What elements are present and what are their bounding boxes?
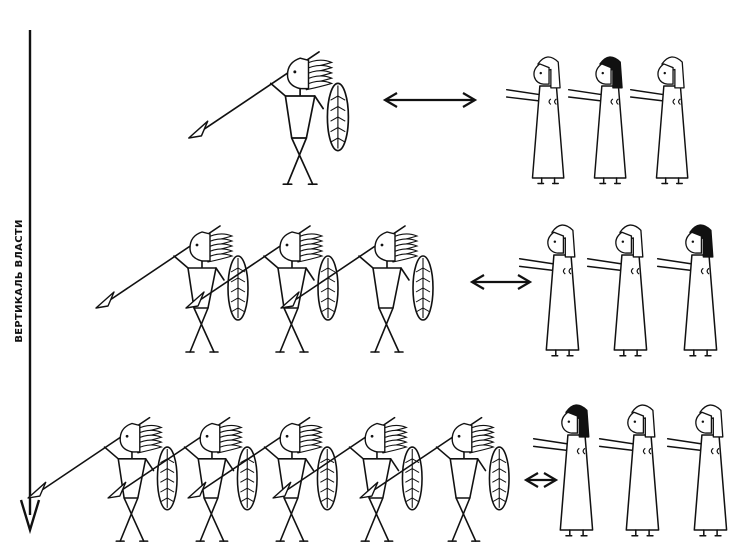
double-arrow: [385, 93, 475, 107]
woman-figure: [631, 57, 688, 184]
woman-figure-dark-hair: [658, 225, 717, 356]
woman-figure: [668, 405, 727, 536]
warrior-figure: [28, 418, 177, 541]
woman-figure: [588, 225, 647, 356]
woman-figure: [520, 225, 579, 356]
double-arrow: [472, 275, 530, 289]
woman-figure-dark-hair: [534, 405, 593, 536]
double-arrow: [526, 473, 556, 487]
warrior-figure: [189, 52, 349, 184]
power-axis-arrow: [21, 30, 39, 530]
warrior-figure: [96, 226, 248, 352]
woman-figure-dark-hair: [569, 57, 626, 184]
woman-figure: [600, 405, 659, 536]
woman-figure: [507, 57, 564, 184]
